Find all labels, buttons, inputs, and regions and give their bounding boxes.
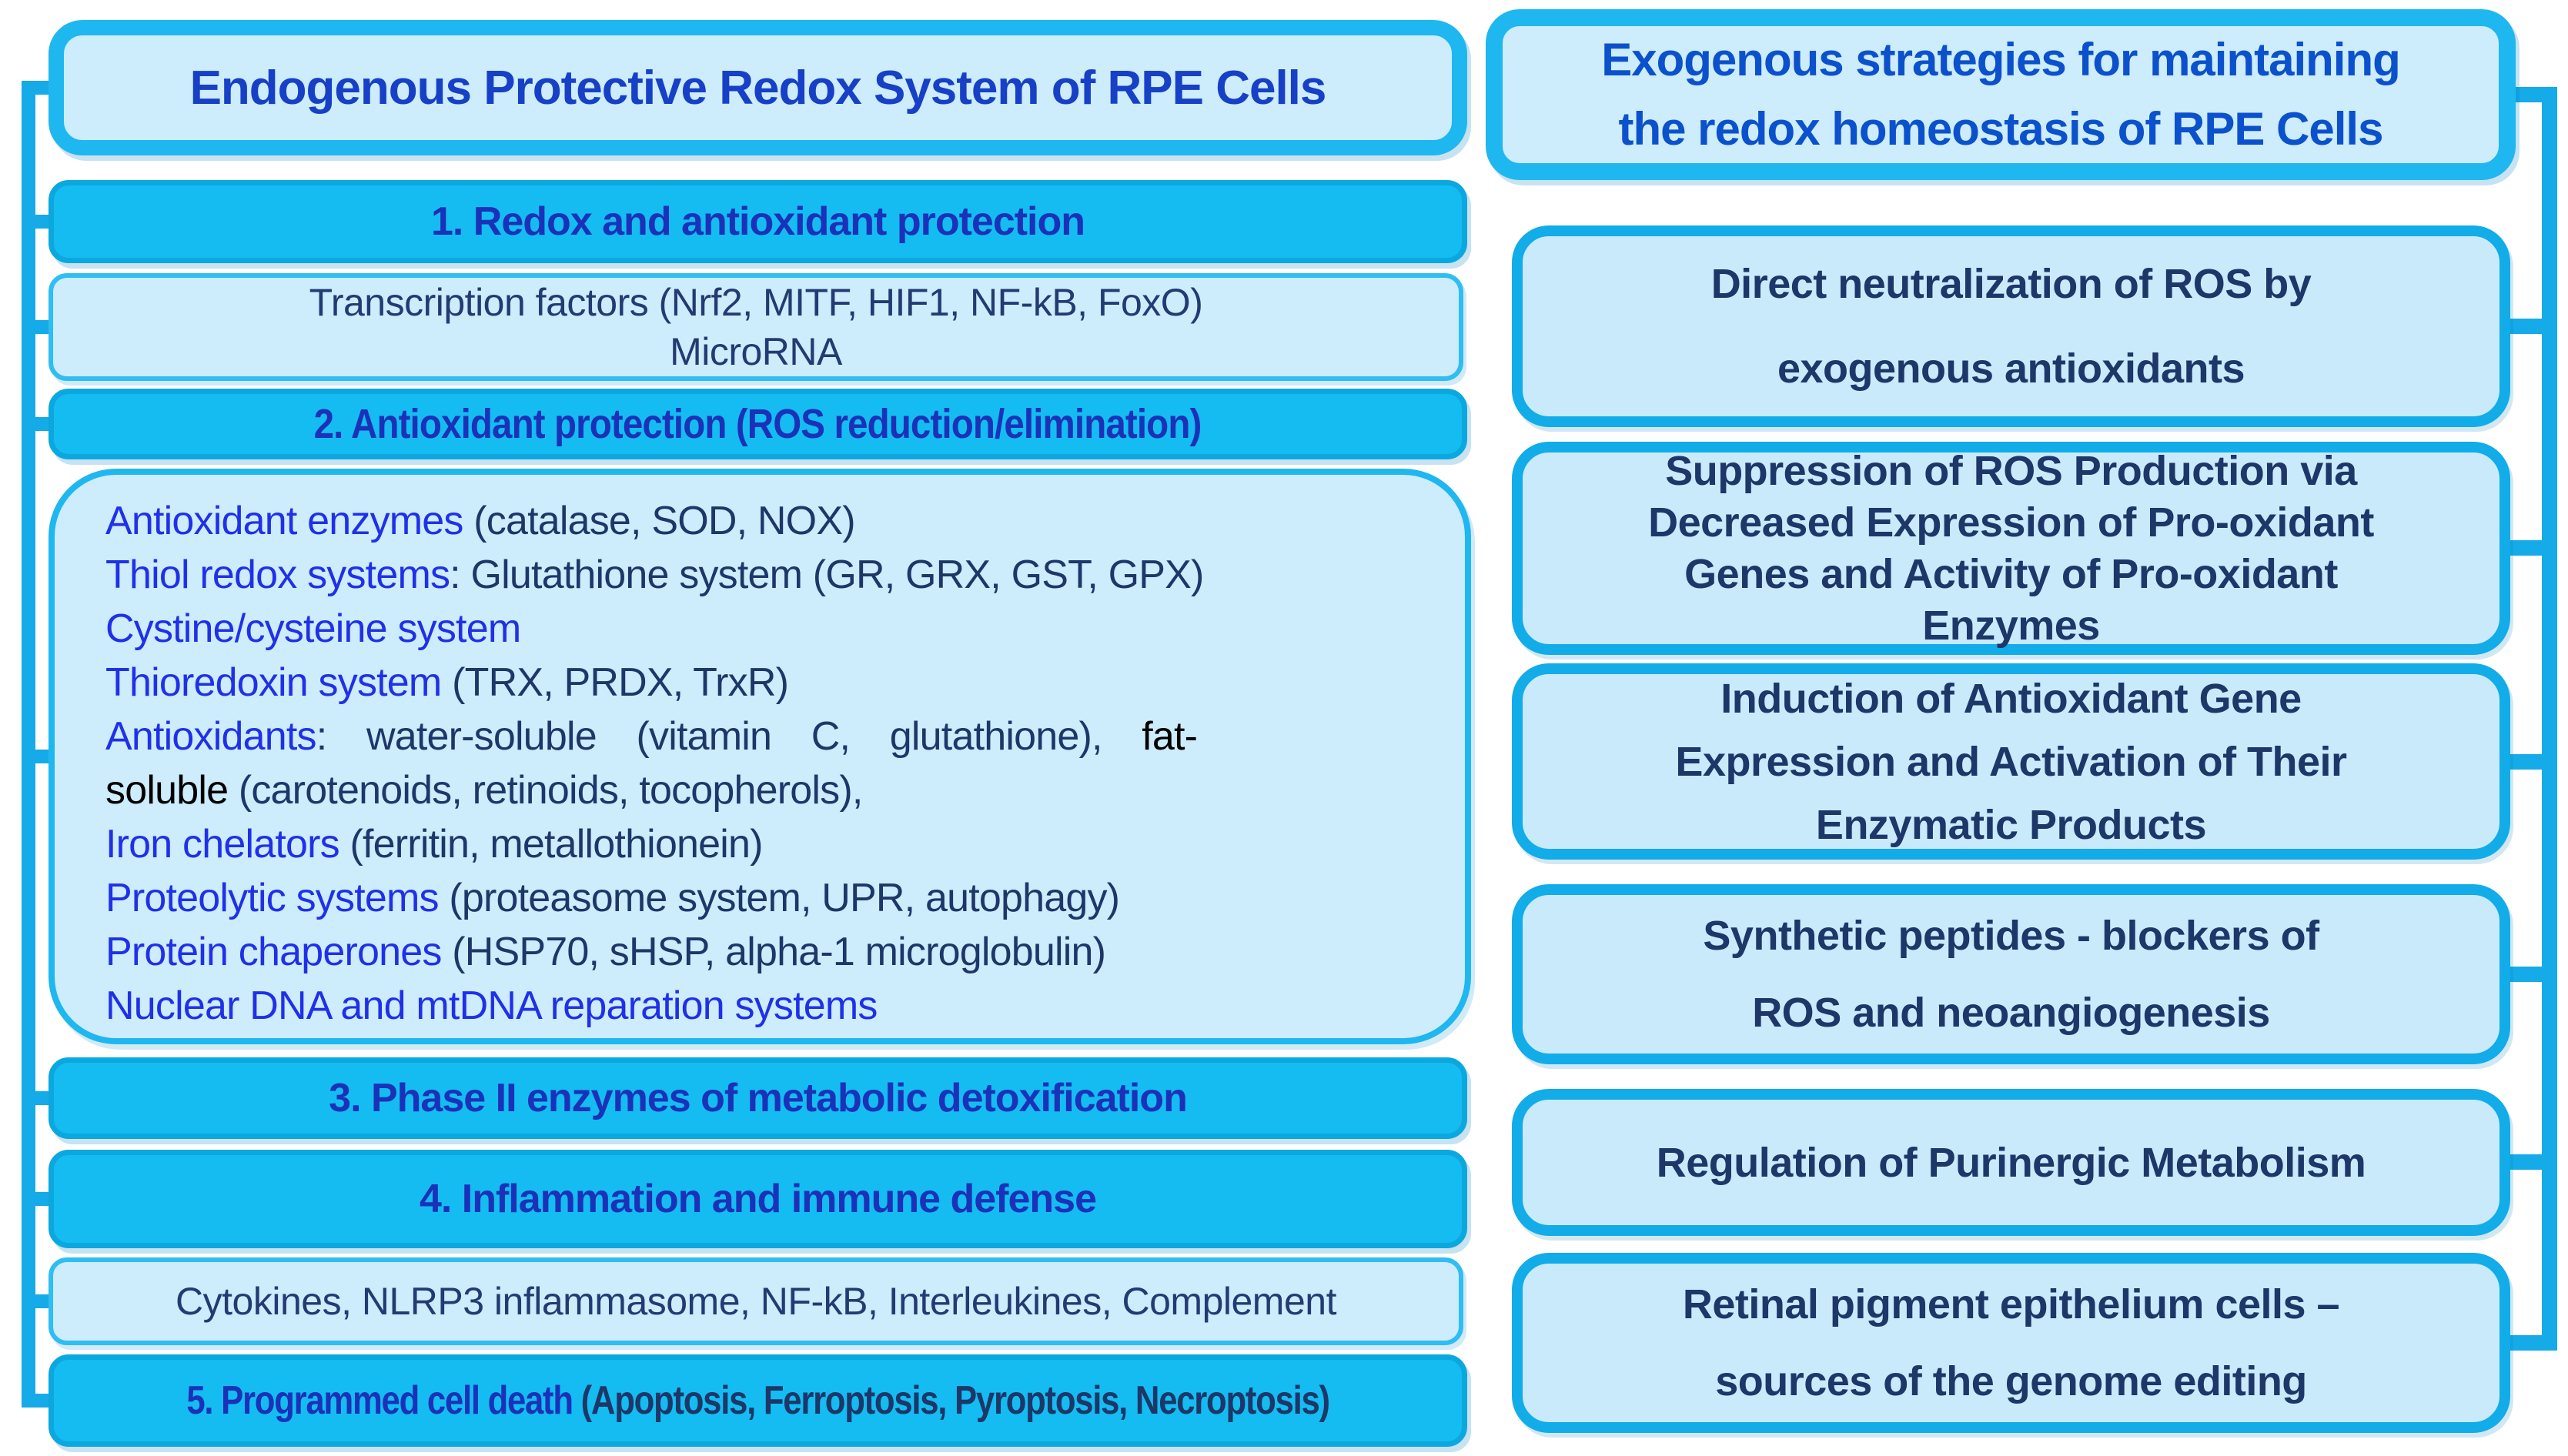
left-connector-stub-transcription [22, 320, 51, 334]
right-connector-stub-box3 [2502, 754, 2542, 770]
antioxidant-line-3: Cystine/cysteine system [105, 606, 521, 651]
left-panel-title-box: Endogenous Protective Redox System of RP… [48, 20, 1467, 155]
section1-box: 1. Redox and antioxidant protection [48, 180, 1467, 263]
section1-heading: 1. Redox and antioxidant protection [430, 199, 1085, 244]
strategy-2-line2: Decreased Expression of Pro-oxidant [1648, 499, 2374, 546]
section5-heading: 5. Programmed cell death (Apoptosis, Fer… [186, 1378, 1330, 1424]
section5-label: 5. Programmed cell death [186, 1378, 573, 1423]
strategy-6-line1: Retinal pigment epithelium cells – [1682, 1281, 2340, 1327]
left-connector-stub-antioxidant-box [22, 750, 51, 763]
section2-box: 2. Antioxidant protection (ROS reduction… [48, 389, 1467, 459]
transcription-factors-box: Transcription factors (Nrf2, MITF, HIF1,… [48, 273, 1463, 381]
right-strategy-box-6: Retinal pigment epithelium cells – sourc… [1512, 1253, 2510, 1433]
right-strategy-box-1: Direct neutralization of ROS by exogenou… [1512, 225, 2510, 427]
section2-heading: 2. Antioxidant protection (ROS reduction… [314, 401, 1202, 447]
section4-box: 4. Inflammation and immune defense [48, 1150, 1467, 1248]
strategy-2-line4: Enzymes [1922, 602, 2100, 649]
cytokines-text: Cytokines, NLRP3 inflammasome, NF-kB, In… [176, 1280, 1336, 1323]
right-strategy-box-2: Suppression of ROS Production via Decrea… [1512, 442, 2510, 655]
left-connector-stub-title [22, 81, 51, 95]
left-connector-stub-section3 [22, 1091, 51, 1105]
right-connector-stub-box6 [2502, 1335, 2542, 1351]
antioxidant-line-9: Protein chaperones (HSP70, sHSP, alpha-1… [105, 930, 1106, 974]
strategy-2-line3: Genes and Activity of Pro-oxidant [1684, 550, 2338, 597]
antioxidant-line-8: Proteolytic systems (proteasome system, … [105, 876, 1120, 920]
left-connector-stub-section1 [22, 215, 51, 229]
strategy-6-line2: sources of the genome editing [1715, 1358, 2307, 1404]
section4-heading: 4. Inflammation and immune defense [419, 1177, 1097, 1221]
strategy-3-line1: Induction of Antioxidant Gene [1720, 675, 2302, 722]
strategy-1-line1: Direct neutralization of ROS by [1710, 261, 2312, 307]
strategy-5-line1: Regulation of Purinergic Metabolism [1656, 1139, 2366, 1186]
left-connector-stub-section4 [22, 1192, 51, 1206]
transcription-factors-line1: Transcription factors (Nrf2, MITF, HIF1,… [309, 281, 1203, 324]
antioxidant-line-2: Thiol redox systems: Glutathione system … [105, 553, 1204, 597]
cytokines-box: Cytokines, NLRP3 inflammasome, NF-kB, In… [48, 1257, 1463, 1345]
antioxidant-line-4: Thioredoxin system (TRX, PRDX, TrxR) [105, 660, 789, 705]
left-connector-stub-cytokines [22, 1294, 51, 1308]
section5-box: 5. Programmed cell death (Apoptosis, Fer… [48, 1354, 1467, 1447]
right-panel-title-box: Exogenous strategies for maintaining the… [1486, 9, 2516, 180]
right-connector-stub-box1 [2502, 319, 2542, 334]
antioxidant-systems-box: Antioxidant enzymes (catalase, SOD, NOX)… [48, 469, 1471, 1044]
strategy-1-line2: exogenous antioxidants [1777, 346, 2245, 392]
right-connector-stub-box5 [2502, 1154, 2542, 1170]
right-strategy-box-3: Induction of Antioxidant Gene Expression… [1512, 663, 2510, 860]
strategy-3-line2: Expression and Activation of Their [1675, 738, 2347, 785]
left-connector-line [22, 81, 35, 1408]
antioxidant-line-5: Antioxidants: water-soluble (vitamin C, … [105, 714, 1198, 759]
antioxidant-line-7: Iron chelators (ferritin, metallothionei… [105, 822, 764, 867]
strategy-2-line1: Suppression of ROS Production via [1665, 447, 2357, 494]
right-panel-title-line2: the redox homeostasis of RPE Cells [1618, 103, 2384, 155]
right-connector-stub-box2 [2502, 540, 2542, 556]
right-panel-title-line1: Exogenous strategies for maintaining [1601, 34, 2401, 85]
antioxidant-line-6: soluble (carotenoids, retinoids, tocophe… [105, 768, 863, 813]
antioxidant-line-1: Antioxidant enzymes (catalase, SOD, NOX) [105, 499, 856, 543]
section3-heading: 3. Phase II enzymes of metabolic detoxif… [329, 1076, 1188, 1120]
left-connector-stub-section2 [22, 417, 51, 431]
left-panel-title: Endogenous Protective Redox System of RP… [189, 61, 1327, 115]
right-strategy-box-5: Regulation of Purinergic Metabolism [1512, 1089, 2510, 1236]
section3-box: 3. Phase II enzymes of metabolic detoxif… [48, 1057, 1467, 1139]
right-connector-stub-box4 [2502, 967, 2542, 982]
transcription-factors-line2: MicroRNA [670, 330, 842, 373]
section5-detail: (Apoptosis, Ferroptosis, Pyroptosis, Nec… [572, 1378, 1330, 1423]
antioxidant-line-10: Nuclear DNA and mtDNA reparation systems [105, 983, 878, 1028]
strategy-4-line2: ROS and neoangiogenesis [1752, 990, 2270, 1036]
right-strategy-box-4: Synthetic peptides - blockers of ROS and… [1512, 884, 2510, 1064]
left-connector-stub-section5 [22, 1394, 51, 1408]
strategy-4-line1: Synthetic peptides - blockers of [1703, 913, 2319, 959]
strategy-3-line3: Enzymatic Products [1815, 801, 2207, 848]
right-connector-line [2542, 87, 2557, 1351]
